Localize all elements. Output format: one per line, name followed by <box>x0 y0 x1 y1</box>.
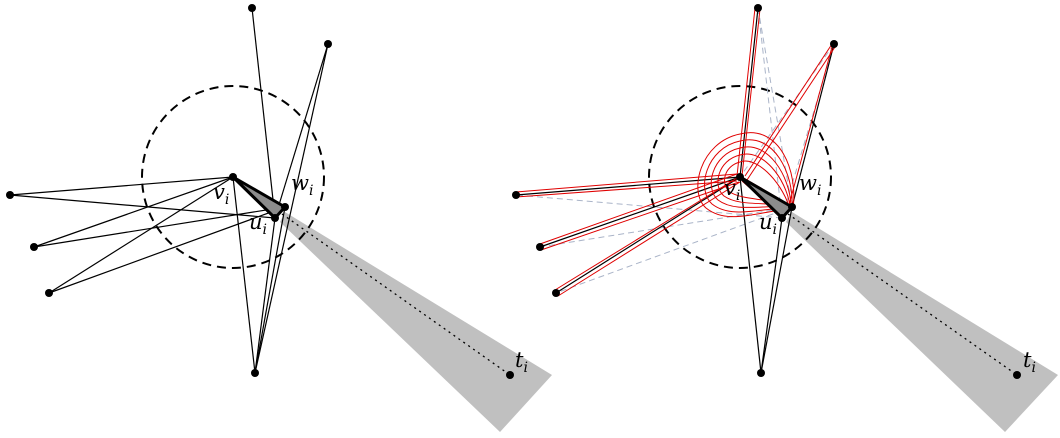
dotted-ray <box>281 213 511 376</box>
vertex-u <box>271 214 279 222</box>
label-t: ti <box>1023 348 1036 376</box>
red-paths <box>515 7 836 297</box>
label-u: ui <box>249 210 267 238</box>
right-panel: vi wi ui ti <box>512 4 1058 432</box>
visibility-wedge <box>786 212 1058 432</box>
left-panel: vi wi ui ti <box>6 4 552 432</box>
vertices <box>6 4 514 379</box>
vertex <box>536 243 544 251</box>
label-w: wi <box>799 171 821 199</box>
label-w: wi <box>291 171 313 199</box>
vertex <box>757 369 765 377</box>
label-u: ui <box>759 210 777 238</box>
vertex <box>6 191 14 199</box>
visibility-wedge <box>280 212 552 432</box>
vertex <box>30 243 38 251</box>
label-v: vi <box>724 176 740 204</box>
vertex-w <box>788 203 796 211</box>
dashed-circle <box>648 85 832 269</box>
triangle-vuw <box>738 175 794 220</box>
vertex <box>754 4 762 12</box>
dotted-ray <box>787 213 1018 376</box>
vertex-w <box>281 203 289 211</box>
edges <box>515 7 835 374</box>
dashed-circle <box>141 85 325 269</box>
vertex-v <box>229 173 237 181</box>
triangle-vuw <box>231 175 287 220</box>
vertex <box>552 289 560 297</box>
vertex-t <box>506 371 514 379</box>
vertex <box>324 40 332 48</box>
vertex-t <box>1013 371 1021 379</box>
vertex <box>512 191 520 199</box>
vertex-v <box>736 173 744 181</box>
vertex <box>830 40 838 48</box>
label-t: ti <box>515 348 528 376</box>
vertices <box>512 4 1021 379</box>
vertex <box>251 369 259 377</box>
label-v: vi <box>213 180 229 208</box>
vertex <box>45 289 53 297</box>
vertex-u <box>778 214 786 222</box>
edges <box>9 7 329 374</box>
gray-dashed-edges <box>515 7 835 294</box>
vertex <box>248 4 256 12</box>
